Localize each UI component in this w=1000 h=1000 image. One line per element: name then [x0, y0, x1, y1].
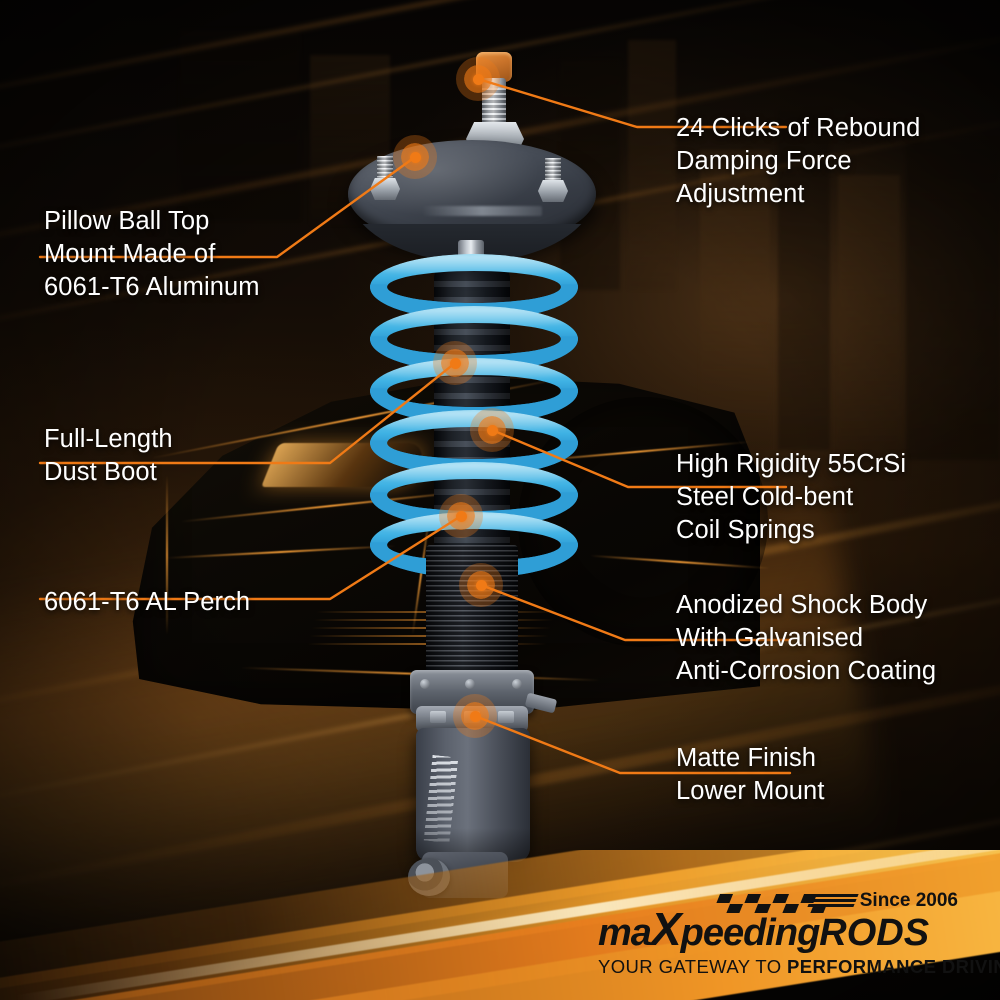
- tagline-bold: PERFORMANCE DRIVING: [787, 956, 1000, 977]
- callout-dot-lower-mount[interactable]: [453, 694, 497, 738]
- callout-label-shock-body: Anodized Shock Body With Galvanised Anti…: [676, 591, 937, 686]
- callout-dot-dust-boot[interactable]: [433, 341, 477, 385]
- brand-logo: maXpeedingRODS Since 2006 YOUR GATEWAY T…: [598, 890, 1000, 978]
- callout-dot-coil-springs[interactable]: [470, 408, 514, 452]
- brand-banner: maXpeedingRODS Since 2006 YOUR GATEWAY T…: [0, 850, 1000, 1000]
- callout-dot-shock-body[interactable]: [459, 563, 503, 607]
- callout-label-lower-mount: Matte Finish Lower Mount: [676, 744, 825, 806]
- callout-dot-rebound[interactable]: [456, 57, 500, 101]
- callout-label-pillow-ball: Pillow Ball Top Mount Made of 6061-T6 Al…: [44, 207, 260, 302]
- logo-x: X: [650, 903, 682, 955]
- mount-bolt-right: [538, 158, 568, 204]
- callout-dot-al-perch[interactable]: [439, 494, 483, 538]
- tagline-plain: YOUR GATEWAY TO: [598, 956, 788, 977]
- coilover-product-image: [330, 40, 610, 898]
- logo-prefix: ma: [598, 912, 652, 954]
- logo-mid: peeding: [680, 912, 821, 954]
- brand-logo-wordmark: maXpeedingRODS: [598, 906, 958, 954]
- since-badge: Since 2006: [807, 890, 958, 912]
- top-mount-engraving: [422, 206, 542, 216]
- brand-tagline: YOUR GATEWAY TO PERFORMANCE DRIVING: [598, 956, 1000, 978]
- matte-finish-lower-mount: [416, 728, 530, 862]
- callout-label-al-perch: 6061-T6 AL Perch: [44, 588, 251, 616]
- lower-mount-brand-print: [423, 754, 459, 844]
- callout-dot-pillow-ball[interactable]: [393, 135, 437, 179]
- callout-label-coil-springs: High Rigidity 55CrSi Steel Cold-bent Coi…: [676, 450, 907, 545]
- callout-label-dust-boot: Full-Length Dust Boot: [44, 425, 173, 487]
- callout-label-rebound: 24 Clicks of Rebound Damping Force Adjus…: [676, 114, 921, 209]
- logo-suffix: RODS: [819, 912, 930, 954]
- speed-lines-icon: [807, 894, 859, 907]
